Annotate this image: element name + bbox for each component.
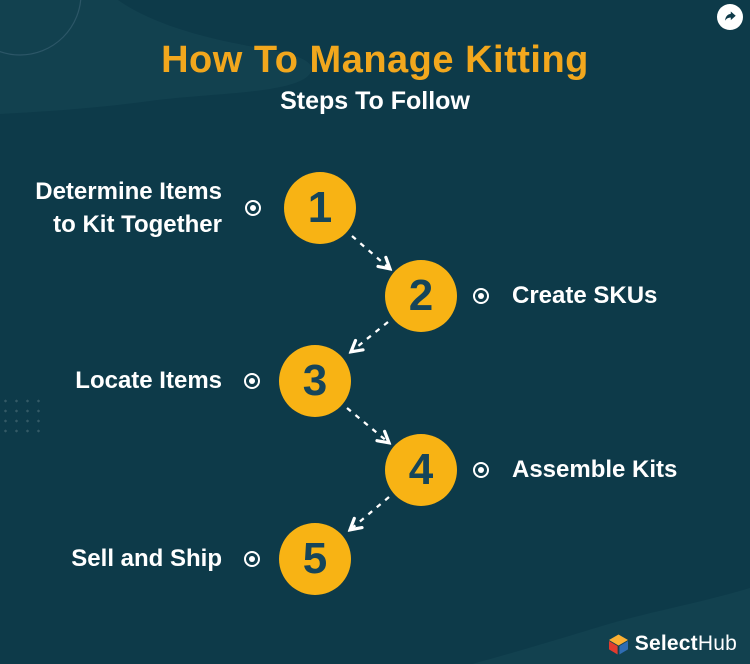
selecthub-cube-icon [608,634,628,654]
dot-grid-decoration [0,396,48,438]
share-arrow-icon [725,11,736,21]
step-3-label: Locate Items [75,367,222,394]
selecthub-logo: SelectHub [608,632,737,656]
logo-text: SelectHub [634,632,737,655]
arrow-step4-step5 [351,496,390,529]
step-5-circle: 5 [279,523,351,595]
arrow-step3-step4 [346,407,388,442]
step-1-circle: 1 [284,172,356,244]
step-4-label: Assemble Kits [512,456,678,483]
step-3-circle: 3 [279,345,351,417]
arrow-step1-step2 [351,235,389,268]
target-bullet-icon [473,462,489,478]
step-2-circle: 2 [385,260,457,332]
target-bullet-icon [244,551,260,567]
page-subtitle: Steps To Follow [280,87,470,115]
share-button[interactable] [717,4,743,30]
target-bullet-icon [244,373,260,389]
step-4-circle: 4 [385,434,457,506]
target-bullet-icon [473,288,489,304]
step-2-label: Create SKUs [512,282,658,309]
target-bullet-icon [245,200,261,216]
step-1-label: Determine Items to Kit Together [35,178,222,238]
arrow-step2-step3 [352,321,389,351]
page-title: How To Manage Kitting [161,39,589,81]
step-5-label: Sell and Ship [71,545,222,572]
